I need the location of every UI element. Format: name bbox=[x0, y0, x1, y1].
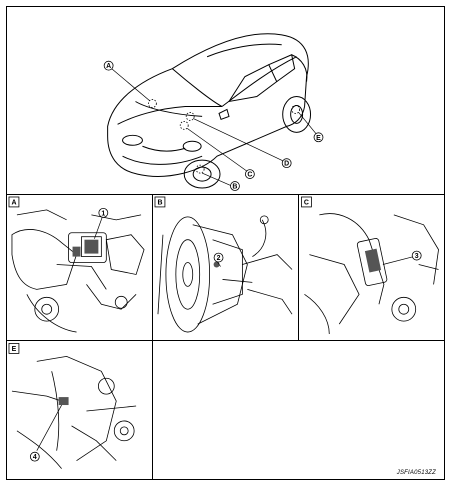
panel-label-a: A bbox=[8, 196, 20, 208]
svg-text:B: B bbox=[232, 184, 237, 191]
svg-text:D: D bbox=[284, 161, 289, 168]
vehicle-overview: A B C D E bbox=[103, 33, 324, 191]
empty-panel bbox=[153, 341, 444, 479]
panel-label-c: C bbox=[301, 196, 312, 208]
detail-panel-b: B 2 bbox=[153, 195, 299, 341]
detail-panel-c: C 3 bbox=[299, 195, 444, 341]
svg-text:B: B bbox=[157, 199, 162, 206]
svg-text:A: A bbox=[106, 63, 111, 70]
callout-e: E bbox=[313, 132, 324, 143]
panel-label-e: E bbox=[8, 343, 20, 354]
svg-text:2: 2 bbox=[217, 255, 221, 262]
callout-a: A bbox=[103, 60, 114, 71]
svg-text:4: 4 bbox=[33, 454, 37, 461]
part-callout-4: 4 bbox=[29, 451, 40, 462]
callout-b: B bbox=[230, 181, 240, 191]
svg-text:3: 3 bbox=[415, 253, 419, 260]
svg-text:E: E bbox=[316, 135, 321, 142]
callout-c: C bbox=[244, 169, 255, 179]
detail-panel-a: A 1 bbox=[7, 195, 153, 341]
reference-code: JSFIA0513ZZ bbox=[396, 470, 436, 476]
svg-text:C: C bbox=[304, 199, 309, 206]
part-callout-2: 2 bbox=[213, 252, 224, 263]
svg-text:1: 1 bbox=[101, 210, 105, 217]
overview-panel: A B C D E bbox=[7, 7, 444, 195]
panel-label-b: B bbox=[154, 196, 166, 208]
part-callout-3: 3 bbox=[411, 250, 422, 261]
callout-d: D bbox=[281, 158, 292, 169]
detail-panel-e: E 4 bbox=[7, 341, 153, 479]
svg-text:C: C bbox=[247, 172, 252, 179]
part-callout-1: 1 bbox=[98, 208, 109, 218]
svg-text:E: E bbox=[12, 346, 17, 353]
figure-frame: A B C D E bbox=[6, 6, 445, 480]
svg-text:A: A bbox=[11, 199, 16, 206]
